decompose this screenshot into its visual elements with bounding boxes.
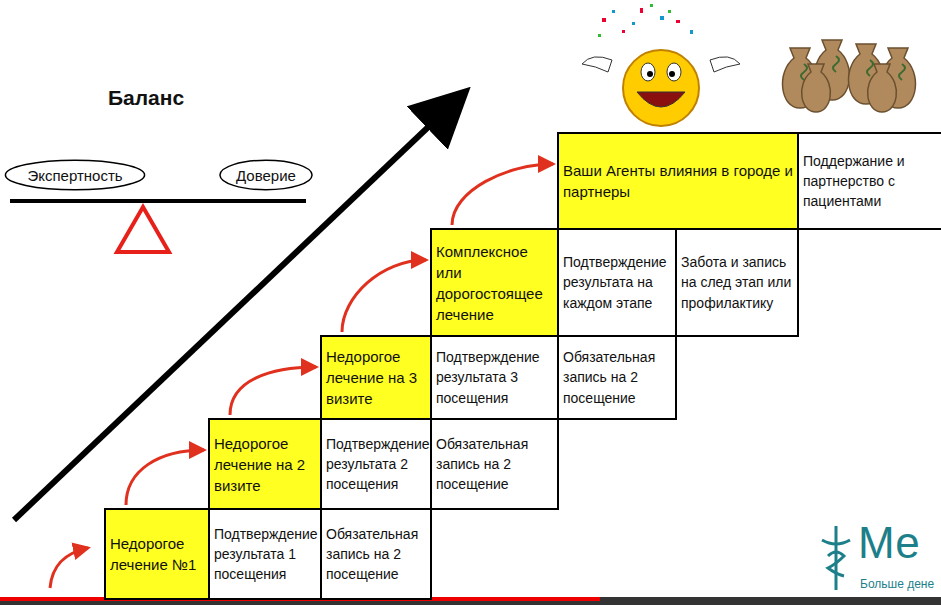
node-text: Обязательная запись на 2 посещение — [563, 347, 671, 408]
table-cell: Подтверждение результата 3 посещения — [430, 335, 559, 420]
stair-step: Недорогое лечение на 3 визите — [320, 335, 432, 420]
oval-node: Доверие — [219, 159, 313, 191]
node-text: Забота и запись на след этап или профила… — [681, 252, 793, 313]
node-text: Обязательная запись на 2 посещение — [326, 524, 426, 585]
node-text: Подтверждение результата 2 посещения — [326, 434, 426, 495]
title: Баланс — [108, 86, 184, 110]
stair-step: Недорогое лечение №1 — [104, 508, 210, 600]
stair-step: Ваши Агенты влияния в городе и партнеры — [557, 132, 799, 230]
node-text: Обязательная запись на 2 посещение — [436, 434, 553, 495]
node-text: Экспертность — [27, 167, 122, 184]
step-arrow — [230, 367, 316, 415]
node-text: Подтверждение результата 1 посещения — [214, 524, 316, 585]
table-cell: Подтверждение результата на каждом этапе — [557, 228, 677, 337]
table-cell: Подтверждение результата 1 посещения — [208, 508, 322, 600]
table-cell: Обязательная запись на 2 посещение — [320, 508, 432, 600]
node-text: Комплексное или дорогостоящее лечение — [436, 241, 553, 325]
node-text: Недорогое лечение на 2 визите — [214, 433, 316, 496]
stair-step: Недорогое лечение на 2 визите — [208, 418, 322, 510]
step-arrow — [452, 164, 553, 225]
logo-text: Ме — [858, 518, 920, 568]
step-arrow — [342, 260, 426, 332]
node-text: Подтверждение результата 3 посещения — [436, 347, 553, 408]
node-text: Ваши Агенты влияния в городе и партнеры — [563, 160, 793, 202]
table-cell: Поддержание и партнерство с пациентами — [797, 132, 941, 230]
node-text: Поддержание и партнерство с пациентами — [803, 151, 937, 212]
node-text: Недорогое лечение на 3 визите — [326, 346, 426, 409]
stair-step: Комплексное или дорогостоящее лечение — [430, 228, 559, 337]
oval-node: Экспертность — [4, 159, 146, 191]
table-cell: Подтверждение результата 2 посещения — [320, 418, 432, 510]
table-cell: Забота и запись на след этап или профила… — [675, 228, 799, 337]
table-cell: Обязательная запись на 2 посещение — [557, 335, 677, 420]
logo-text: Больше дене — [860, 577, 934, 591]
step-arrow — [126, 450, 204, 505]
node-text: Доверие — [236, 167, 296, 184]
table-cell: Обязательная запись на 2 посещение — [430, 418, 559, 510]
node-text: Недорогое лечение №1 — [110, 533, 204, 575]
node-text: Подтверждение результата на каждом этапе — [563, 252, 671, 313]
